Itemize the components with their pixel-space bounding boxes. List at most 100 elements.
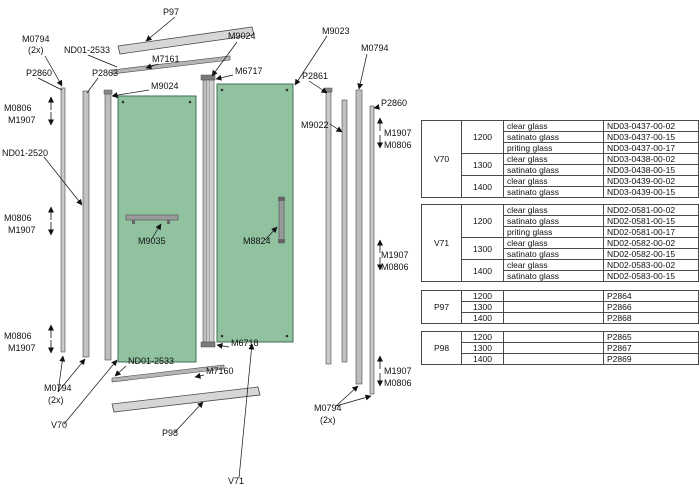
cap-m9024-left <box>103 89 113 95</box>
size-cell: 1400 <box>461 175 504 198</box>
parts-table-v70: V70 1200 clear glass ND03-0437-00-02 sat… <box>421 120 699 198</box>
exploded-diagram: P97 M0794 (2x) ND01-2533 M7161 M9024 M90… <box>2 7 412 486</box>
label-p2860-left: P2860 <box>26 68 52 78</box>
label-m9024-left: M9024 <box>151 81 179 91</box>
screw-dot <box>285 334 289 338</box>
label-m6718: M6718 <box>231 338 259 348</box>
label-m9023: M9023 <box>322 26 350 36</box>
profile-m0794-right <box>355 89 363 385</box>
label-p97: P97 <box>163 7 179 17</box>
rail-p98 <box>111 386 261 413</box>
leader-line <box>37 77 63 91</box>
screw-dot <box>220 334 224 338</box>
leader-line <box>174 401 204 433</box>
glass-cell: clear glass <box>503 259 604 271</box>
handle-m8824 <box>278 196 285 244</box>
leader-line <box>57 358 86 393</box>
part-cell: ND03-0437-00-17 <box>603 142 699 154</box>
empty-cell <box>503 301 604 313</box>
label-m8824: M8824 <box>243 236 271 246</box>
label-m0806-left-2: M0806 <box>4 213 32 223</box>
part-cell: P2865 <box>603 331 699 343</box>
bracket-m6718 <box>200 341 216 348</box>
empty-cell <box>503 353 604 365</box>
empty-cell <box>503 312 604 324</box>
glass-cell: clear glass <box>503 120 604 132</box>
rail-p97 <box>117 26 255 55</box>
label-m7160: M7160 <box>206 366 234 376</box>
part-cell: ND02-0582-00-15 <box>603 248 699 260</box>
screw-dot <box>220 88 224 92</box>
label-m6717: M6717 <box>235 66 263 76</box>
group-cell: V71 <box>421 204 462 282</box>
part-cell: ND03-0437-00-02 <box>603 120 699 132</box>
leader-line <box>114 365 127 377</box>
glass-cell: satinato glass <box>503 186 604 198</box>
label-m0794-top-left-qty: (2x) <box>28 45 44 55</box>
label-m0794-top-left: M0794 <box>22 34 50 44</box>
profile-p2860-right <box>369 105 375 395</box>
size-cell: 1200 <box>461 290 504 302</box>
part-cell: P2866 <box>603 301 699 313</box>
part-cell: ND03-0437-00-15 <box>603 131 699 143</box>
label-m0794-bottom-left-qty: (2x) <box>48 395 64 405</box>
profile-p2863 <box>82 90 90 358</box>
leader-line <box>145 16 176 42</box>
leader-line <box>57 355 66 393</box>
label-m0806-right-1: M0806 <box>384 140 412 150</box>
label-m1907-left-2: M1907 <box>8 225 36 235</box>
part-cell: ND03-0439-00-15 <box>603 186 699 198</box>
leader-line <box>335 385 359 407</box>
part-cell: P2869 <box>603 353 699 365</box>
part-cell: ND02-0581-00-17 <box>603 226 699 238</box>
parts-table-p97: P97 1200 P2864 1300 P2866 1400 P2868 <box>421 290 699 324</box>
handle-m8824-standoff <box>278 197 285 201</box>
size-cell: 1400 <box>461 353 504 365</box>
glass-cell: satinato glass <box>503 215 604 227</box>
label-m1907-right-2: M1907 <box>381 250 409 260</box>
label-m1907-right-1: M1907 <box>384 128 412 138</box>
part-cell: P2868 <box>603 312 699 324</box>
label-m0806-right-3: M0806 <box>384 378 412 388</box>
parts-table-p98: P98 1200 P2865 1300 P2867 1400 P2869 <box>421 331 699 365</box>
profile-p2861 <box>325 91 332 365</box>
glass-cell: clear glass <box>503 175 604 187</box>
label-nd01-2533-bottom: ND01-2533 <box>128 356 174 366</box>
label-nd01-2520: ND01-2520 <box>2 148 48 158</box>
group-cell: V70 <box>421 120 462 198</box>
label-m0806-right-2: M0806 <box>381 262 409 272</box>
screw-dot <box>121 100 125 104</box>
label-nd01-2533-top: ND01-2533 <box>64 45 110 55</box>
part-cell: ND03-0438-00-15 <box>603 164 699 176</box>
size-cell: 1300 <box>461 301 504 313</box>
bracket-m6717 <box>200 74 216 81</box>
glass-cell: clear glass <box>503 204 604 216</box>
glass-panel-v70 <box>117 95 197 363</box>
glass-cell: priting glass <box>503 226 604 238</box>
label-m0794-bottom-right-qty: (2x) <box>320 415 336 425</box>
leader-line <box>264 226 278 241</box>
label-p2863: P2863 <box>92 68 118 78</box>
label-p98: P98 <box>162 428 178 438</box>
profile-m9024-left <box>104 93 112 361</box>
handle-m8824-standoff <box>278 239 285 243</box>
screw-dots <box>121 88 289 338</box>
size-cell: 1200 <box>461 204 504 238</box>
group-cell: P97 <box>421 290 462 324</box>
label-m0794-bottom-right: M0794 <box>314 403 342 413</box>
leader-line <box>111 89 150 99</box>
part-cell: ND02-0581-00-02 <box>603 204 699 216</box>
profile-mid-1 <box>202 79 208 343</box>
part-cell: ND02-0581-00-15 <box>603 215 699 227</box>
parts-tables: V70 1200 clear glass ND03-0437-00-02 sat… <box>421 120 699 365</box>
size-cell: 1300 <box>461 342 504 354</box>
label-m0806-left-3: M0806 <box>4 331 32 341</box>
leader-line <box>294 35 328 86</box>
label-p2861: P2861 <box>302 71 328 81</box>
label-m1907-left-1: M1907 <box>8 115 36 125</box>
size-cell: 1200 <box>461 331 504 343</box>
glass-cell: satinato glass <box>503 164 604 176</box>
label-m9035: M9035 <box>138 236 166 246</box>
label-m0794-bottom-left: M0794 <box>44 383 72 393</box>
rail-nd01-2533-bottom <box>111 364 225 383</box>
